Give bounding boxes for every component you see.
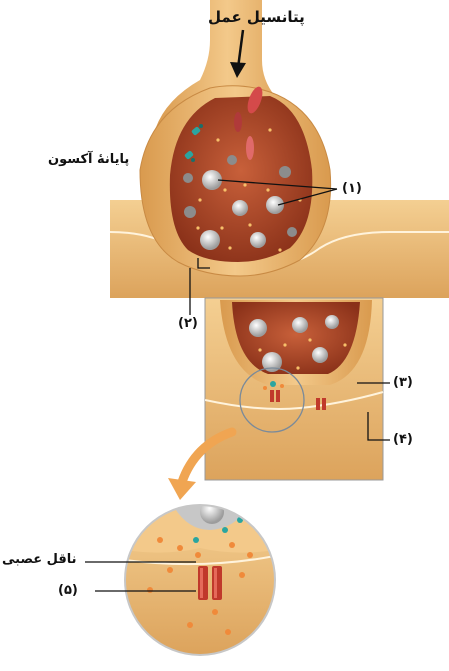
magnified-synapse-circle (85, 500, 275, 655)
callout-5: (۵) (58, 583, 78, 598)
label-axon-terminal: پایانهٔ آکسون (48, 152, 129, 167)
callout-3: (۳) (393, 375, 413, 390)
label-action-potential: پتانسیل عمل (208, 8, 305, 26)
callout-4: (۴) (393, 432, 413, 447)
label-neurotransmitter: ناقل عصبی (2, 552, 77, 567)
axon-terminal-main (110, 0, 449, 298)
callout-1: (۱) (342, 181, 362, 196)
zoom-panel (205, 298, 390, 480)
callout-2: (۲) (178, 316, 198, 331)
